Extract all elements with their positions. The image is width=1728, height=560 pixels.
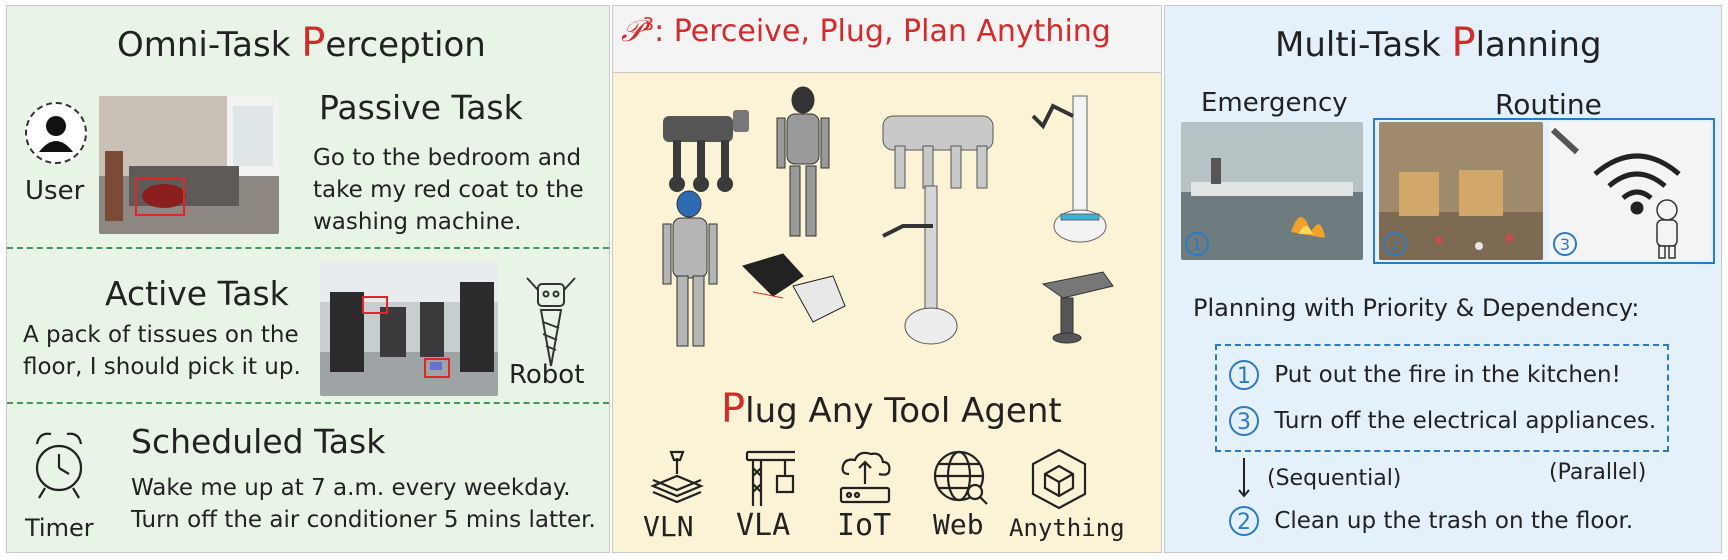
tool-label-vla: VLA: [736, 508, 791, 543]
routine-group-box: [1373, 118, 1715, 264]
step-text: Turn off the electrical appliances.: [1274, 408, 1657, 434]
column-arm-robot-image: [882, 185, 958, 345]
perception-panel: Omni-Task Perception User Passive Task G…: [6, 5, 610, 553]
section-divider: [7, 247, 609, 249]
globe-search-icon: [931, 448, 991, 508]
robot-arm-image: [1041, 271, 1114, 344]
p3-superscript: 3: [642, 14, 655, 35]
step-number-badge: 3: [1229, 406, 1259, 436]
title-letter: P: [1451, 20, 1476, 66]
tool-label-vln: VLN: [643, 510, 694, 543]
robot-gallery: [633, 86, 1153, 386]
emergency-label: Emergency: [1201, 88, 1348, 118]
robot-sketch-icon: [521, 276, 581, 372]
quadruped-robot-image: [663, 110, 749, 192]
scheduled-task-heading: Scheduled Task: [131, 422, 386, 461]
office-photo: [320, 262, 498, 396]
p3-title: 𝒫3: Perceive, Plug, Plan Anything: [621, 14, 1111, 49]
tissue-highlight-box: [362, 296, 388, 314]
title-prefix: Multi-Task: [1275, 25, 1452, 65]
parallel-group-box: [1215, 344, 1669, 452]
scene-number-badge: 1: [1185, 232, 1209, 256]
crane-arm-icon: [741, 448, 801, 508]
kitchen-fire-image: 1: [1181, 122, 1363, 260]
robot-dog-image: [882, 115, 994, 189]
stacked-layers-pin-icon: [647, 448, 707, 508]
planning-title: Multi-Task Planning: [1275, 20, 1602, 66]
title-bar: [613, 6, 1161, 73]
parallel-label: (Parallel): [1549, 460, 1647, 485]
step-number-badge: 1: [1229, 360, 1259, 390]
bedroom-photo: [99, 96, 279, 234]
routine-label: Routine: [1495, 88, 1602, 121]
step-text: Put out the fire in the kitchen!: [1274, 362, 1621, 388]
tool-label-anything: Anything: [1009, 514, 1125, 542]
planning-heading: Planning with Priority & Dependency:: [1193, 294, 1640, 322]
robot-label: Robot: [509, 360, 585, 390]
user-avatar-icon: [25, 102, 87, 164]
title-rest: erception: [325, 25, 486, 65]
passive-line: take my red coat to the: [313, 177, 584, 203]
step-item: 3 Turn off the electrical appliances.: [1229, 406, 1656, 436]
tool-label-iot: IoT: [837, 508, 892, 543]
plug-letter: P: [721, 386, 746, 432]
active-task-heading: Active Task: [105, 274, 289, 313]
scene-number-badge: 3: [1553, 232, 1577, 256]
down-arrow-icon: [1237, 456, 1251, 500]
cube-hexagon-icon: [1029, 448, 1089, 510]
user-label: User: [25, 176, 85, 206]
sequential-label: (Sequential): [1267, 466, 1402, 491]
scheduled-line: Wake me up at 7 a.m. every weekday.: [131, 475, 571, 501]
plug-rest: lug Any Tool Agent: [745, 391, 1062, 431]
timer-label: Timer: [25, 514, 94, 542]
scene-number-badge: 2: [1383, 232, 1407, 256]
passive-line: washing machine.: [313, 209, 522, 235]
cloud-router-icon: [835, 448, 895, 508]
plug-panel: 𝒫3: Perceive, Plug, Plan Anything: [612, 5, 1162, 553]
step-number-badge: 2: [1229, 506, 1259, 536]
scheduled-line: Turn off the air conditioner 5 mins latt…: [131, 507, 596, 533]
scheduled-task-text: Wake me up at 7 a.m. every weekday. Turn…: [131, 472, 596, 536]
step-item: 1 Put out the fire in the kitchen!: [1229, 360, 1621, 390]
wifi-robot-image: 3: [1549, 122, 1711, 260]
coat-highlight-box: [135, 178, 185, 216]
perception-title: Omni-Task Perception: [117, 20, 486, 66]
mobile-manipulator-image: [1031, 95, 1107, 243]
active-line: A pack of tissues on the: [23, 322, 299, 348]
p3-title-rest: : Perceive, Plug, Plan Anything: [654, 14, 1111, 49]
classroom-trash-image: 2: [1379, 122, 1543, 260]
active-task-text: A pack of tissues on the floor, I should…: [23, 319, 301, 383]
blue-humanoid-robot-image: [662, 190, 718, 347]
tissue-highlight-box: [424, 358, 450, 378]
humanoid-robot-image: [776, 86, 830, 237]
title-prefix: Omni-Task: [117, 25, 302, 65]
step-item: 2 Clean up the trash on the floor.: [1229, 506, 1633, 536]
active-line: floor, I should pick it up.: [23, 354, 301, 380]
planning-panel: Multi-Task Planning Emergency Routine 1 …: [1164, 5, 1722, 553]
title-rest: lanning: [1475, 25, 1602, 65]
section-divider: [7, 402, 609, 404]
tool-label-web: Web: [933, 508, 984, 541]
title-letter: P: [301, 20, 326, 66]
passive-task-heading: Passive Task: [319, 88, 523, 127]
plug-heading: Plug Any Tool Agent: [721, 386, 1062, 432]
p3-symbol: 𝒫: [621, 14, 643, 49]
alarm-clock-icon: [29, 426, 89, 506]
passive-line: Go to the bedroom and: [313, 145, 582, 171]
passive-task-text: Go to the bedroom and take my red coat t…: [313, 142, 584, 238]
step-text: Clean up the trash on the floor.: [1274, 508, 1634, 534]
gripper-hands-image: [742, 253, 846, 323]
